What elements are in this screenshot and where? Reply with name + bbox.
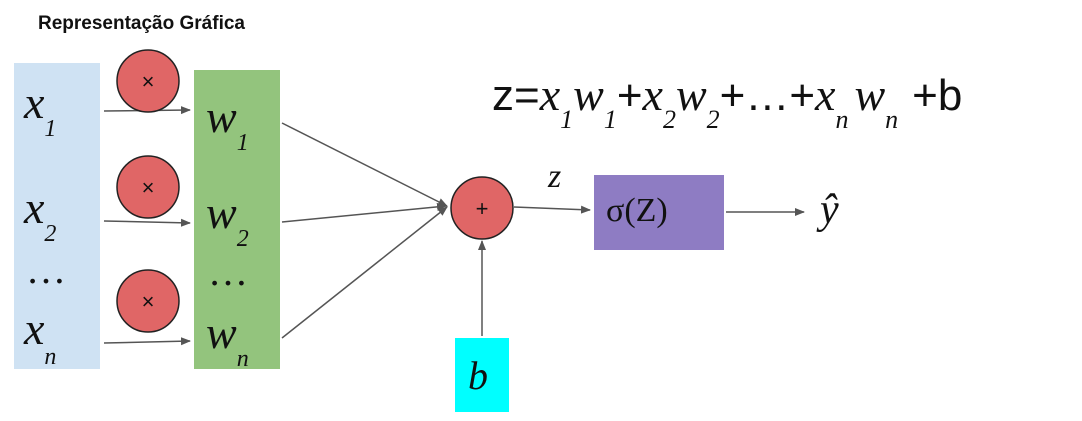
diagram-title: Representação Gráfica (38, 13, 245, 34)
weight-column (194, 70, 280, 369)
activation-box (594, 175, 724, 250)
input-column (14, 63, 100, 369)
arrow-wn-sum (281, 206, 448, 339)
input-x1: x1 (24, 77, 57, 142)
arrow-xn-wn (103, 337, 191, 346)
weight-w2: w2 (206, 187, 249, 252)
input-x2: x2 (24, 182, 57, 247)
input-ellipsis: … (26, 247, 68, 292)
eq-lhs: z= (492, 71, 540, 120)
multiply-circle-1 (116, 49, 180, 113)
weight-wn: wn (206, 307, 249, 372)
bias-box (455, 338, 509, 412)
arrow-w1-sum (281, 122, 448, 207)
input-xn: xn (24, 303, 57, 370)
arrow-sum-activation (513, 205, 591, 214)
multiply-symbol-2: × (142, 175, 155, 200)
arrow-w2-sum (281, 202, 447, 223)
arrow-x2-w2 (103, 218, 191, 227)
multiply-circle-2 (116, 155, 180, 219)
eq-tail: +b (912, 71, 963, 120)
activation-label: σ(Z) (606, 192, 668, 229)
multiply-circle-n (116, 269, 180, 333)
sum-symbol: + (476, 196, 489, 221)
weight-w1: w1 (206, 91, 249, 156)
multiply-symbol-1: × (142, 69, 155, 94)
z-label: z (548, 158, 562, 195)
bias-label: b (468, 353, 488, 398)
sum-circle (450, 176, 514, 240)
weight-ellipsis: … (208, 249, 250, 294)
multiply-symbol-n: × (142, 289, 155, 314)
output-label: ŷ (820, 187, 839, 233)
